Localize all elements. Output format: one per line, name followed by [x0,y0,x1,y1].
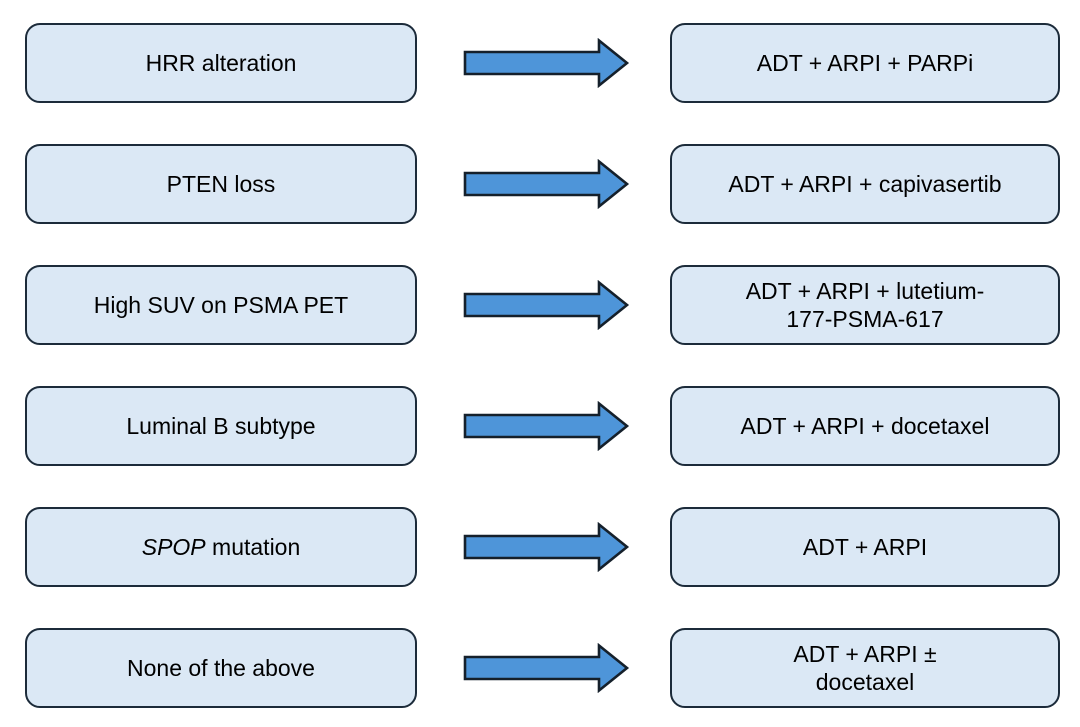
flow-row-spop: SPOP mutation ADT + ARPI [0,507,1080,587]
right-arrow-icon [463,522,630,572]
treatment-box-lutetium: ADT + ARPI + lutetium- 177-PSMA-617 [670,265,1060,345]
condition-label: Luminal B subtype [126,412,316,439]
condition-box-pten-loss: PTEN loss [25,144,417,224]
condition-label: PTEN loss [166,170,276,197]
treatment-label: ADT + ARPI [802,533,928,560]
condition-label: HRR alteration [145,49,297,76]
treatment-label-line2: docetaxel [815,669,915,695]
flow-row-pten: PTEN loss ADT + ARPI + capivasertib [0,144,1080,224]
right-arrow-icon [463,159,630,209]
condition-label: None of the above [127,654,315,681]
treatment-label: ADT + ARPI + PARPi [756,49,974,76]
condition-label: SPOP mutation [141,533,301,560]
right-arrow-icon [463,401,630,451]
flow-row-none: None of the above ADT + ARPI ± docetaxel [0,628,1080,708]
treatment-label: ADT + ARPI + docetaxel [740,412,990,439]
right-arrow-icon [463,280,630,330]
treatment-box-adt-arpi: ADT + ARPI [670,507,1060,587]
treatment-box-parpi: ADT + ARPI + PARPi [670,23,1060,103]
flow-row-luminal-b: Luminal B subtype ADT + ARPI + docetaxel [0,386,1080,466]
treatment-box-docetaxel: ADT + ARPI + docetaxel [670,386,1060,466]
condition-box-hrr-alteration: HRR alteration [25,23,417,103]
flow-row-psma: High SUV on PSMA PET ADT + ARPI + luteti… [0,265,1080,345]
right-arrow-icon [463,38,630,88]
treatment-box-adt-arpi-docetaxel: ADT + ARPI ± docetaxel [670,628,1060,708]
condition-box-none-of-the-above: None of the above [25,628,417,708]
condition-box-high-suv-psma-pet: High SUV on PSMA PET [25,265,417,345]
treatment-label: ADT + ARPI + lutetium- [745,277,985,304]
condition-box-luminal-b-subtype: Luminal B subtype [25,386,417,466]
condition-box-spop-mutation: SPOP mutation [25,507,417,587]
treatment-label-line2: 177-PSMA-617 [786,306,944,332]
treatment-box-capivasertib: ADT + ARPI + capivasertib [670,144,1060,224]
condition-label: High SUV on PSMA PET [93,291,349,318]
treatment-label: ADT + ARPI ± [793,640,937,667]
condition-label-italic: SPOP [141,533,206,560]
treatment-label: ADT + ARPI + capivasertib [728,170,1002,197]
flow-row-hrr: HRR alteration ADT + ARPI + PARPi [0,23,1080,103]
right-arrow-icon [463,643,630,693]
